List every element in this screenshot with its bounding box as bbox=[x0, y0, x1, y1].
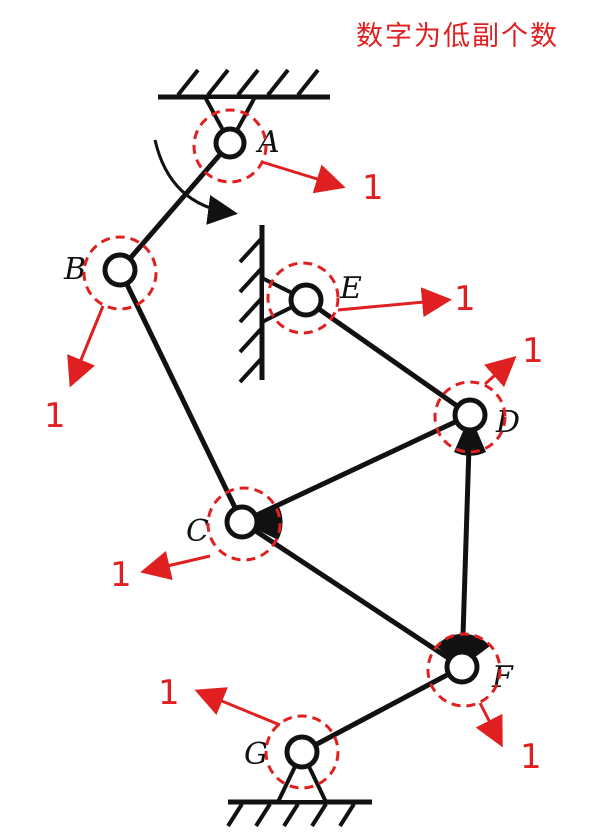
joint-C bbox=[224, 504, 260, 540]
weld-C bbox=[242, 505, 283, 540]
link-AB bbox=[118, 141, 232, 272]
count-F: 1 bbox=[520, 737, 542, 777]
arrow-D bbox=[484, 356, 517, 388]
highlight-E bbox=[266, 261, 340, 335]
highlight-G bbox=[264, 714, 340, 790]
link-CF bbox=[240, 519, 464, 670]
joint-A bbox=[213, 126, 247, 160]
link-ED bbox=[304, 297, 472, 418]
count-E: 1 bbox=[454, 279, 476, 319]
link-CD bbox=[240, 412, 472, 525]
arrow-E bbox=[337, 287, 452, 318]
link-BC bbox=[117, 268, 245, 524]
arrow-A bbox=[261, 160, 346, 194]
weld-D bbox=[454, 415, 486, 456]
highlight-F bbox=[426, 632, 502, 708]
highlight-A bbox=[192, 108, 268, 184]
highlight-C bbox=[206, 486, 282, 562]
joint-label-A: A bbox=[255, 125, 280, 160]
joint-B bbox=[102, 252, 138, 288]
joint-F bbox=[444, 649, 480, 685]
count-D: 1 bbox=[522, 331, 544, 371]
highlight-D bbox=[433, 380, 507, 454]
rotation-arrow-icon bbox=[153, 139, 238, 225]
link-DF bbox=[459, 414, 473, 668]
joint-label-C: C bbox=[186, 514, 209, 549]
arrow-B bbox=[67, 305, 105, 388]
arrow-G bbox=[194, 687, 281, 727]
count-B: 1 bbox=[44, 396, 66, 436]
joint-E bbox=[288, 282, 324, 318]
highlight-B bbox=[82, 235, 158, 311]
pair-highlights bbox=[82, 108, 507, 790]
links bbox=[117, 141, 473, 755]
ground-bottom bbox=[226, 747, 372, 828]
count-G: 1 bbox=[158, 673, 180, 713]
count-A: 1 bbox=[362, 168, 384, 208]
link-FG bbox=[300, 664, 464, 755]
joint-label-E: E bbox=[339, 271, 362, 306]
arrow-F bbox=[475, 702, 503, 748]
joints bbox=[102, 126, 488, 770]
pair-arrows bbox=[67, 160, 517, 748]
joint-label-G: G bbox=[244, 737, 268, 772]
ground-top bbox=[158, 68, 330, 148]
count-C: 1 bbox=[110, 555, 132, 595]
ground-wall bbox=[238, 225, 311, 384]
joint-label-B: B bbox=[63, 252, 86, 287]
joint-G bbox=[284, 734, 320, 770]
arrow-C bbox=[140, 550, 211, 581]
annotation-title: 数字为低副个数 bbox=[356, 21, 559, 52]
joint-D bbox=[452, 397, 488, 433]
